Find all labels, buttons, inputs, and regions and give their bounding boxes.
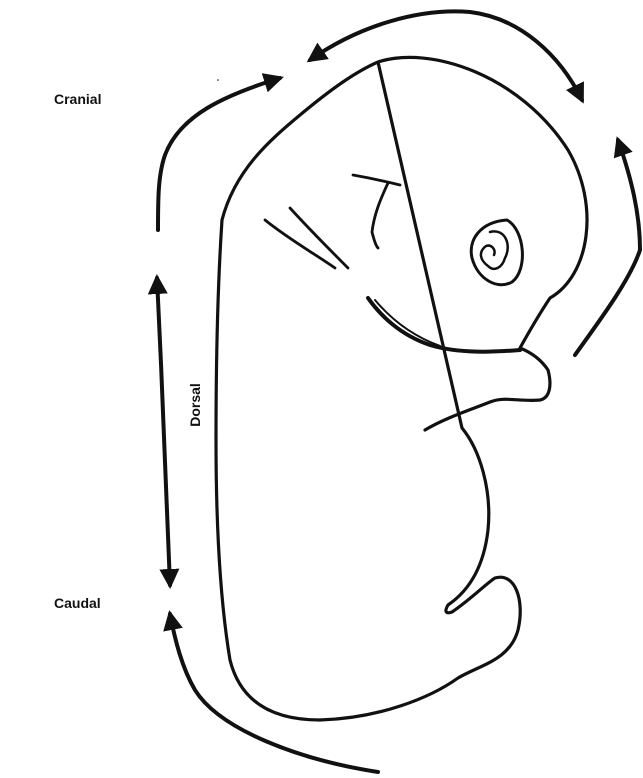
upper-left-arrow [158,78,280,230]
head-crease [353,175,400,185]
jaw-inner-line [375,300,440,346]
head-crease-stem [372,183,388,248]
embryo-body-outline [216,57,587,720]
cranial-label: Cranial [54,92,101,106]
caudal-arc-arrow [170,614,378,772]
eye-outer [471,220,522,285]
arch-line-2 [290,208,348,268]
caudal-label: Caudal [54,596,101,610]
cranial-arc-arrow [310,11,582,100]
speck [217,79,219,81]
dorsal-label: Dorsal [188,383,202,427]
dorsal-axis-arrow [157,278,170,585]
eye-inner [481,231,508,268]
